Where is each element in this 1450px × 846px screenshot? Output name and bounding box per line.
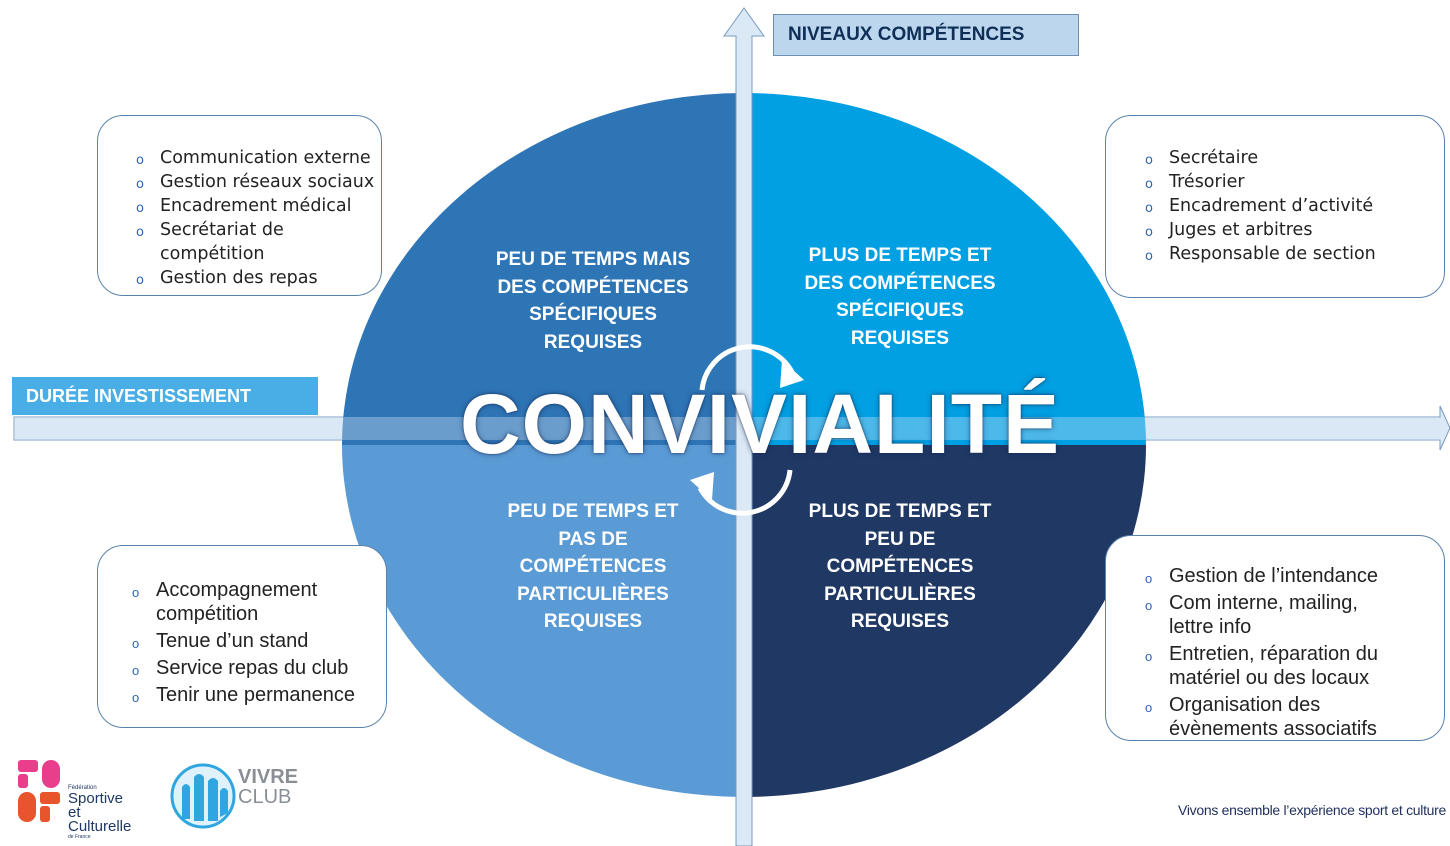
list-item: Entretien, réparation du matériel ou des… xyxy=(1141,642,1378,690)
list-item: Com interne, mailing, lettre info xyxy=(1141,591,1378,639)
box-top-left: Communication externe Gestion réseaux so… xyxy=(97,115,382,296)
fscf-logo: Fédération Sportive et Culturelle de Fra… xyxy=(18,758,148,840)
quadrant-top-left-text: PEU DE TEMPS MAIS DES COMPÉTENCES SPÉCIF… xyxy=(495,249,691,353)
list-item: Organisation des évènements associatifs xyxy=(1141,693,1378,741)
list-item: Encadrement d’activité xyxy=(1141,194,1376,221)
list-item: Secrétariat de compétition xyxy=(132,218,310,266)
vivre-club-hands-icon xyxy=(170,763,236,829)
list-item: Communication externe xyxy=(132,146,374,173)
fscf-line-1: Sportive xyxy=(68,790,124,807)
list-item: Tenir une permanence xyxy=(128,683,355,710)
list-item: Tenue d’un stand xyxy=(128,629,355,656)
list-item: Gestion de l’intendance xyxy=(1141,564,1378,591)
list-item: Encadrement médical xyxy=(132,194,374,221)
center-title: CONVIVIALITÉ xyxy=(460,377,1061,471)
club-word: CLUB xyxy=(238,786,292,808)
vertical-axis-arrow xyxy=(723,7,765,846)
fscf-small-text: Fédération xyxy=(68,785,97,791)
vertical-axis-label: NIVEAUX COMPÉTENCES xyxy=(773,14,1079,56)
box-bottom-left: Accompagnement compétition Tenue d’un st… xyxy=(97,545,387,728)
footer-slogan: Vivons ensemble l’expérience sport et cu… xyxy=(1178,802,1446,818)
box-bottom-right-list: Gestion de l’intendance Com interne, mai… xyxy=(1141,564,1378,744)
horizontal-axis-label: DURÉE INVESTISSEMENT xyxy=(12,377,318,415)
box-top-left-list: Communication externe Gestion réseaux so… xyxy=(132,146,374,293)
list-item: Trésorier xyxy=(1141,170,1376,197)
list-item: Gestion réseaux sociaux xyxy=(132,170,374,197)
list-item: Secrétaire xyxy=(1141,146,1376,173)
list-item: Service repas du club xyxy=(128,656,355,683)
list-item: Responsable de section xyxy=(1141,242,1376,269)
box-top-right: Secrétaire Trésorier Encadrement d’activ… xyxy=(1105,115,1445,298)
vivre-club-logo: VIVRE CLUB xyxy=(168,763,298,833)
fscf-line-2: et Culturelle xyxy=(68,804,132,835)
box-top-right-list: Secrétaire Trésorier Encadrement d’activ… xyxy=(1141,146,1376,269)
fscf-logo-text: Fédération Sportive et Culturelle de Fra… xyxy=(68,784,148,840)
list-item: Juges et arbitres xyxy=(1141,218,1376,245)
fscf-logo-mark-icon xyxy=(18,760,60,822)
list-item: Accompagnement compétition xyxy=(128,578,355,626)
list-item: Gestion des repas xyxy=(132,266,374,293)
box-bottom-right: Gestion de l’intendance Com interne, mai… xyxy=(1105,535,1445,741)
quadrant-top-right-text: PLUS DE TEMPS ET DES COMPÉTENCES SPÉCIFI… xyxy=(804,245,996,349)
quadrant-bottom-right-text: PLUS DE TEMPS ET PEU DE COMPÉTENCES PART… xyxy=(808,501,992,632)
vivre-club-text: VIVRE CLUB xyxy=(238,767,298,807)
fscf-tiny-text: de France xyxy=(68,834,91,840)
vivre-word: VIVRE xyxy=(238,766,299,788)
quadrant-bottom-left-text: PEU DE TEMPS ET PAS DE COMPÉTENCES PARTI… xyxy=(507,501,679,632)
cycle-arrows-icon xyxy=(697,344,795,516)
box-bottom-left-list: Accompagnement compétition Tenue d’un st… xyxy=(128,578,355,710)
